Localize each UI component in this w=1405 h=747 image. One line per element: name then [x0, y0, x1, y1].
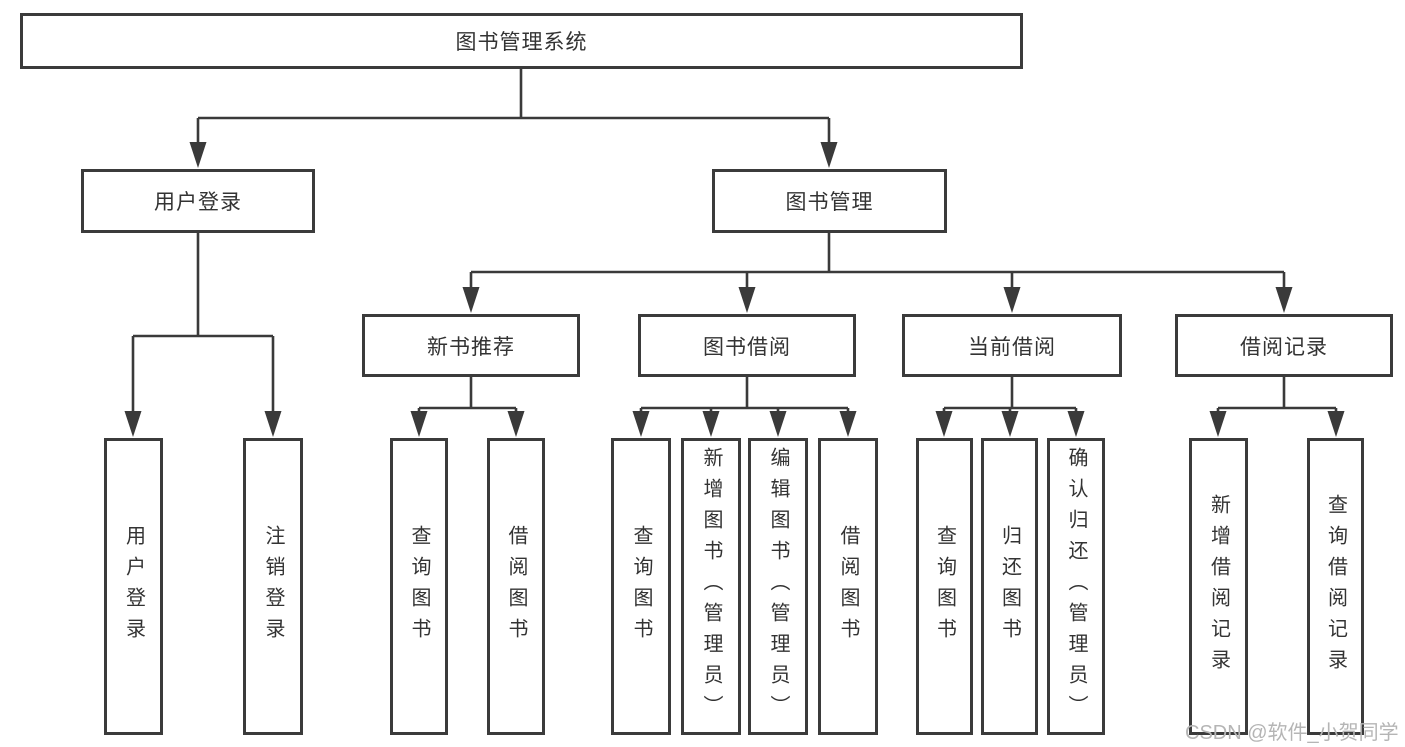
leaf-current-query-books-label: 查询图书 [933, 524, 956, 649]
leaf-return-books-label: 归还图书 [998, 524, 1021, 649]
leaf-recommend-query-books: 查询图书 [390, 438, 448, 735]
node-book-borrow: 图书借阅 [638, 314, 856, 377]
csdn-watermark: CSDN @软件_小贺同学 [1185, 722, 1399, 744]
node-book-borrow-label: 图书借阅 [703, 335, 791, 359]
leaf-recommend-borrow-books-label: 借阅图书 [505, 524, 527, 649]
leaf-logout: 注销登录 [243, 438, 303, 735]
node-borrow-record: 借阅记录 [1175, 314, 1393, 377]
leaf-add-books-admin-label: 新增图书（管理员） [700, 447, 722, 726]
leaf-recommend-query-books-label: 查询图书 [408, 524, 430, 649]
leaf-confirm-return-admin-label: 确认归还（管理员） [1065, 447, 1087, 726]
leaf-query-borrow-record-label: 查询借阅记录 [1324, 493, 1347, 680]
leaf-borrow-borrow-books: 借阅图书 [818, 438, 878, 735]
leaf-confirm-return-admin: 确认归还（管理员） [1047, 438, 1105, 735]
leaf-user-login-label: 用户登录 [122, 524, 145, 649]
leaf-edit-books-admin-label: 编辑图书（管理员） [767, 447, 789, 726]
leaf-recommend-borrow-books: 借阅图书 [487, 438, 545, 735]
leaf-add-borrow-record: 新增借阅记录 [1189, 438, 1248, 735]
leaf-borrow-borrow-books-label: 借阅图书 [837, 524, 859, 649]
leaf-borrow-query-books: 查询图书 [611, 438, 671, 735]
leaf-add-books-admin: 新增图书（管理员） [681, 438, 741, 735]
leaf-borrow-query-books-label: 查询图书 [630, 524, 652, 649]
node-new-book-recommend-label: 新书推荐 [427, 335, 515, 359]
node-current-borrow-label: 当前借阅 [968, 335, 1056, 359]
leaf-edit-books-admin: 编辑图书（管理员） [748, 438, 808, 735]
leaf-add-borrow-record-label: 新增借阅记录 [1207, 493, 1230, 680]
leaf-query-borrow-record: 查询借阅记录 [1307, 438, 1364, 735]
leaf-user-login: 用户登录 [104, 438, 163, 735]
node-book-management-label: 图书管理 [785, 191, 874, 214]
node-root: 图书管理系统 [20, 13, 1023, 69]
node-book-management: 图书管理 [712, 169, 947, 233]
leaf-current-query-books: 查询图书 [916, 438, 973, 735]
node-borrow-record-label: 借阅记录 [1240, 335, 1328, 359]
node-user-login: 用户登录 [81, 169, 315, 233]
leaf-logout-label: 注销登录 [262, 524, 284, 649]
leaf-return-books: 归还图书 [981, 438, 1038, 735]
node-new-book-recommend: 新书推荐 [362, 314, 580, 377]
node-root-label: 图书管理系统 [455, 31, 588, 54]
node-current-borrow: 当前借阅 [902, 314, 1122, 377]
node-user-login-label: 用户登录 [154, 191, 242, 214]
